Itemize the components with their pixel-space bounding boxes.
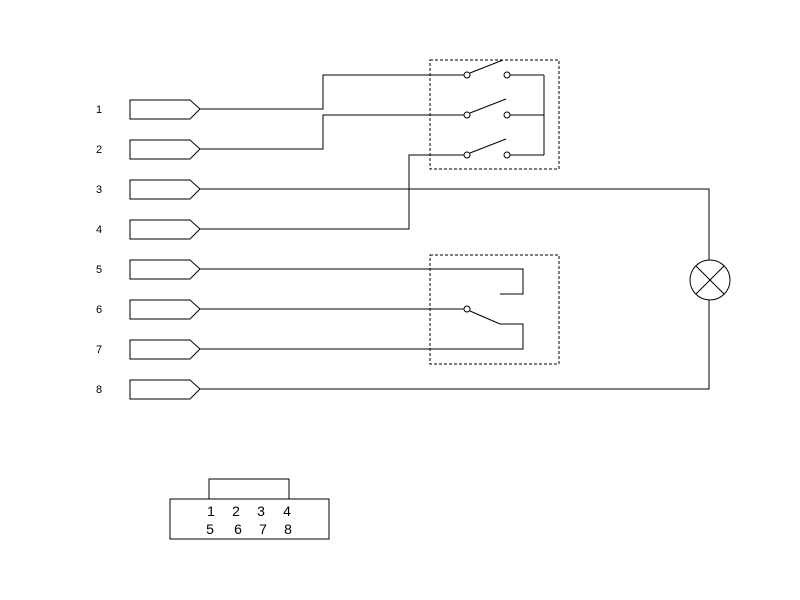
switch-pole-3 [463,138,544,159]
face-pin-5: 5 [206,521,214,537]
pin-connector-6 [129,299,201,320]
pin-connector-7 [129,339,201,360]
switch-pole-1 [463,59,544,79]
switch-group-top [429,59,560,170]
wire-1 [200,74,464,110]
pin-connector-1 [129,99,201,120]
face-pin-7: 7 [259,521,267,537]
face-pin-8: 8 [284,521,292,537]
wire-3 [200,188,710,260]
changeover-lever [469,310,501,325]
pin-connector-2 [129,139,201,160]
wire-8 [200,300,710,390]
pin-label-7: 7 [96,344,102,356]
wire-7 [200,323,524,350]
pin-label-5: 5 [96,264,102,276]
pin-connector-5 [129,259,201,280]
face-pin-4: 4 [283,503,291,519]
pin-connector-3 [129,179,201,200]
connector-face [169,478,330,540]
lamp-icon [689,259,731,301]
face-pin-6: 6 [234,521,242,537]
pin-label-1: 1 [96,104,102,116]
pin-label-8: 8 [96,384,102,396]
pin-label-2: 2 [96,144,102,156]
changeover-contact [463,305,471,313]
pin-label-4: 4 [96,224,102,236]
connector-body [169,498,330,540]
switch-group-bottom [429,254,560,365]
switch-group-top-boundary [429,59,560,170]
wire-5 [200,268,524,295]
pin-label-6: 6 [96,304,102,316]
switch-pole-2 [463,98,544,119]
face-pin-3: 3 [257,503,265,519]
wires [200,74,710,390]
connector-latch [208,478,290,500]
pin-label-3: 3 [96,184,102,196]
face-pin-1: 1 [207,503,215,519]
wire-2 [200,114,464,150]
switch-group-bottom-boundary [429,254,560,365]
pin-connector-8 [129,379,201,400]
wire-4 [200,154,464,230]
face-pin-2: 2 [232,503,240,519]
pin-connector-4 [129,219,201,240]
